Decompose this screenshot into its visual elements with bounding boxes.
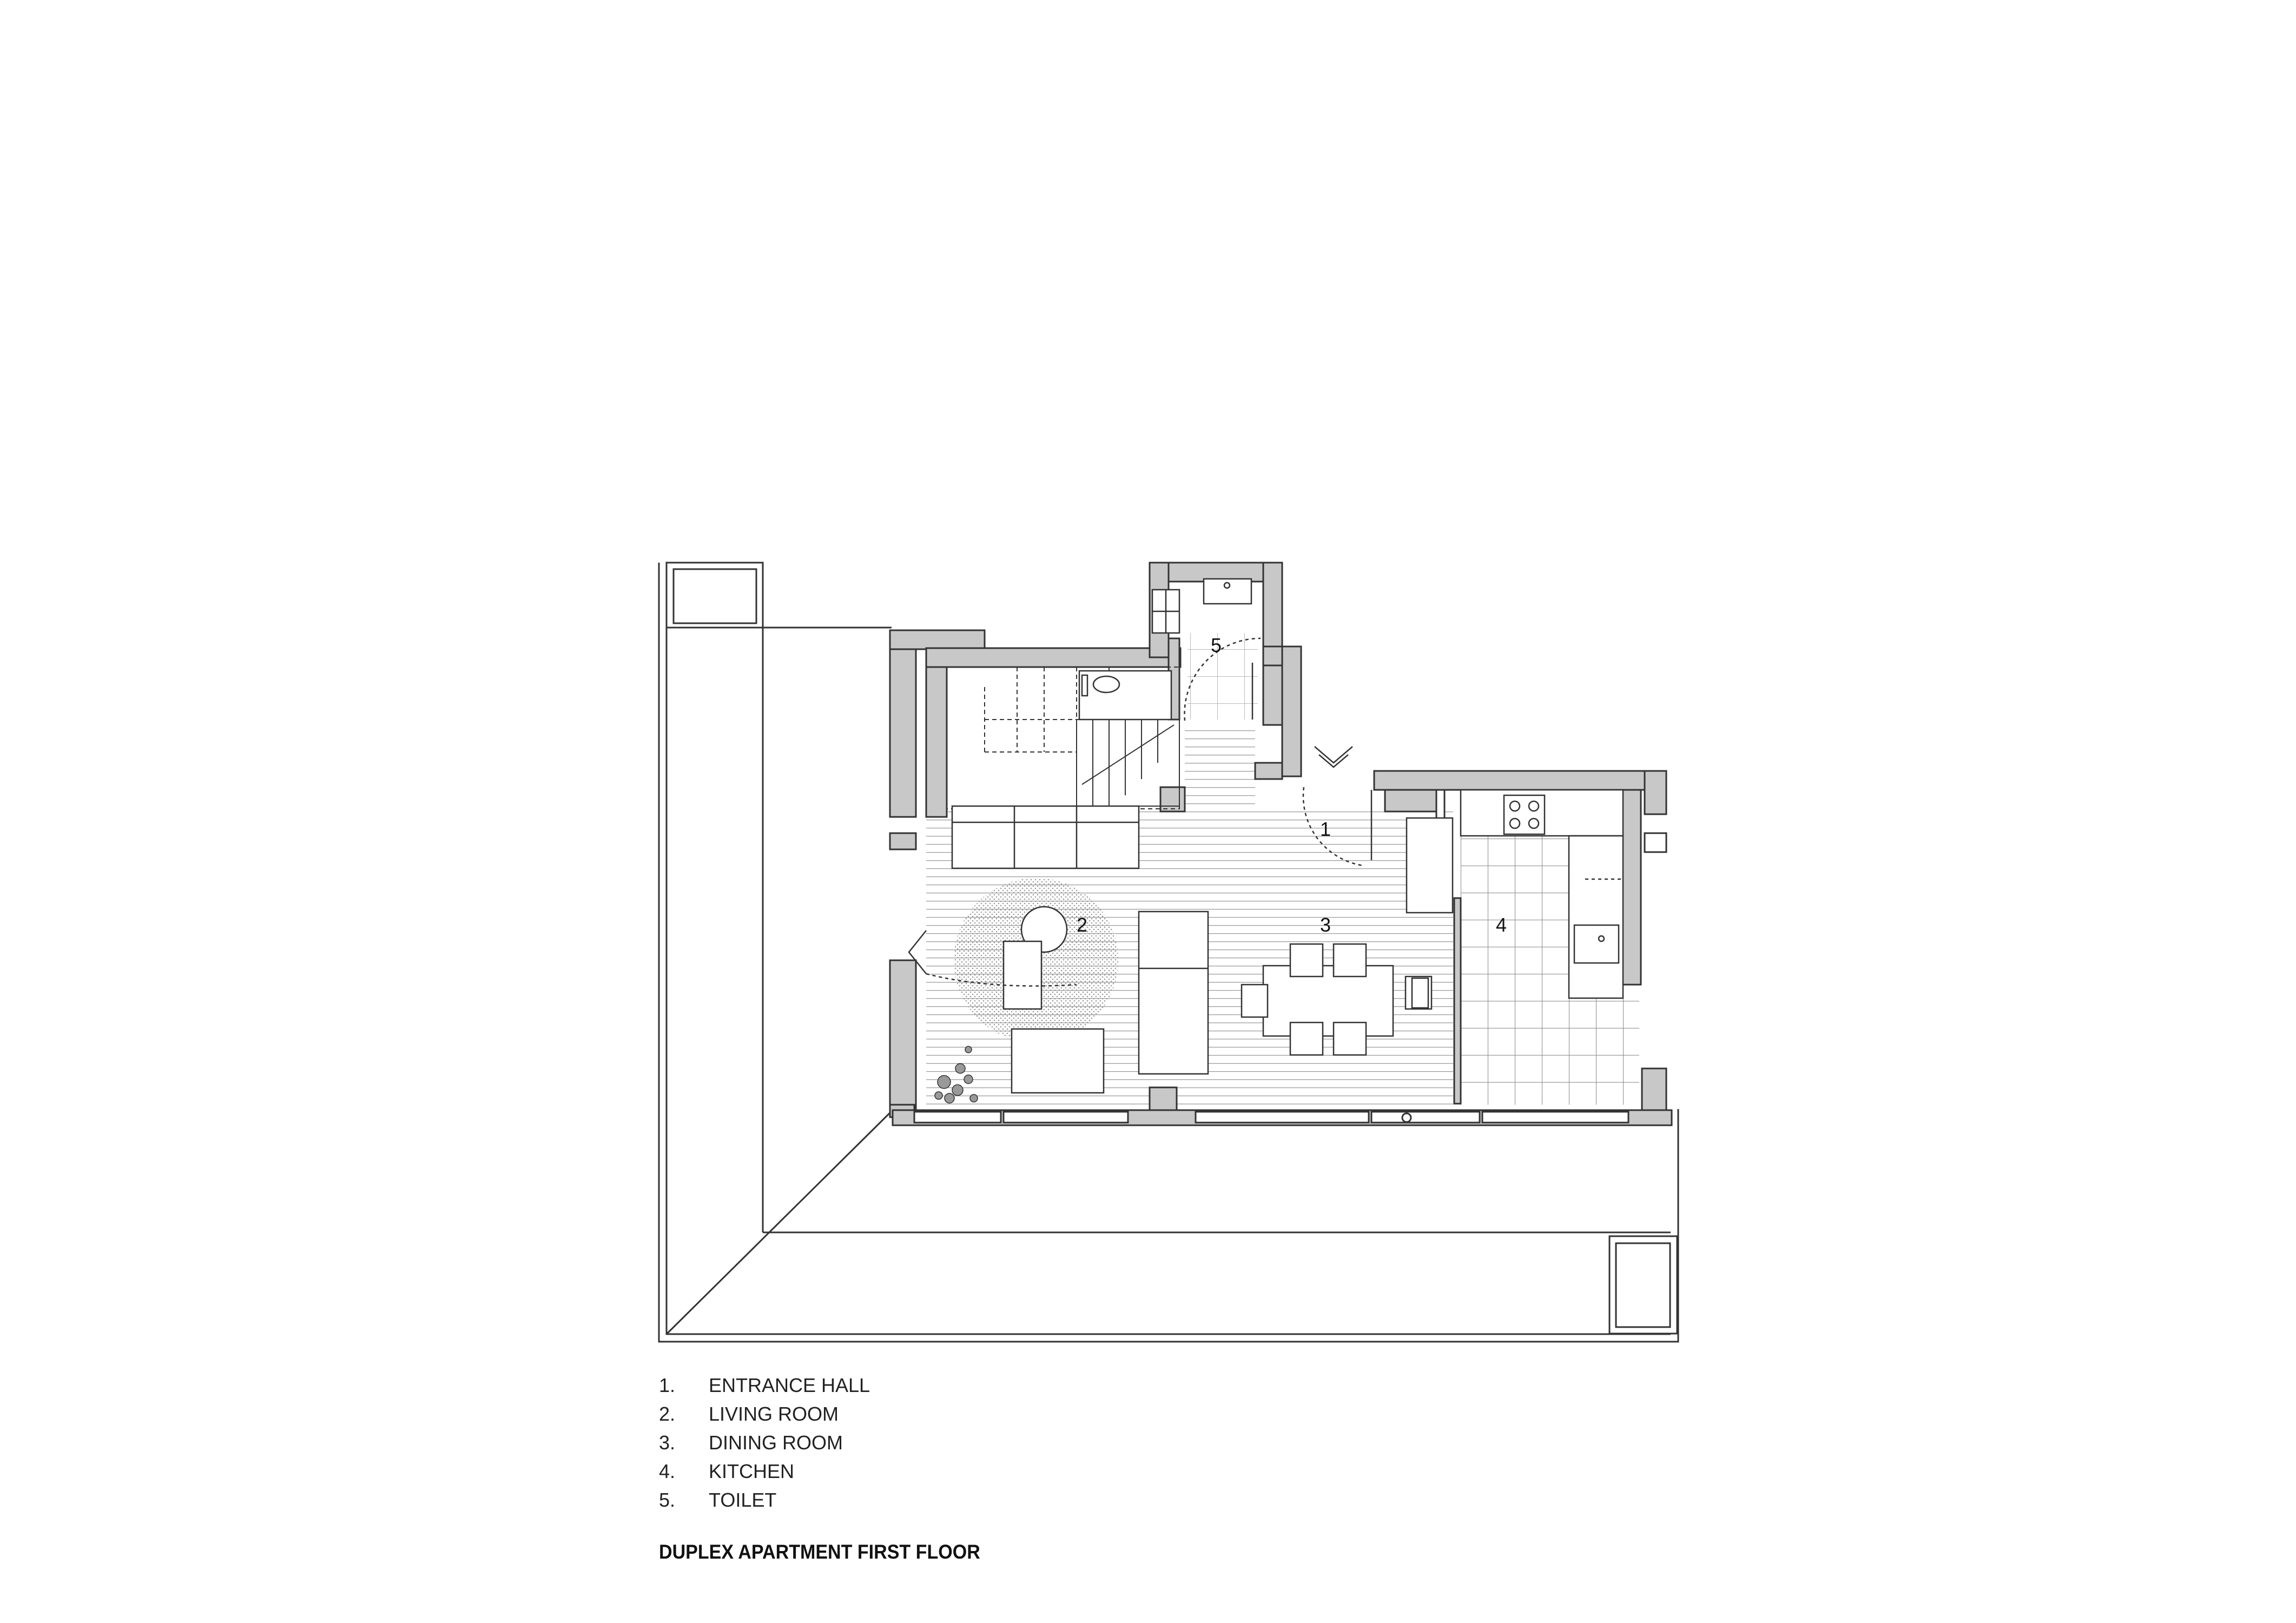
- legend-item: 5. TOILET: [659, 1486, 870, 1514]
- sideboard: [1138, 911, 1209, 1075]
- legend-label: ENTRANCE HALL: [709, 1374, 870, 1396]
- legend-number: 5.: [659, 1489, 676, 1511]
- side-counter: [1568, 835, 1624, 999]
- cooktop: [1503, 794, 1546, 835]
- legend-item: 4. KITCHEN: [659, 1457, 870, 1486]
- fridge: [1406, 817, 1454, 914]
- facade-windows: [892, 1109, 1673, 1126]
- lounge-chair: [1002, 940, 1043, 1010]
- wc-bowl: [1092, 675, 1120, 694]
- legend-label: TOILET: [709, 1489, 777, 1511]
- room-labels: 1 2 3 4 5: [1077, 634, 1507, 936]
- sofa: [951, 805, 1140, 869]
- room-label-2: 2: [1077, 914, 1087, 936]
- living-furniture: [908, 805, 1209, 1094]
- legend-label: DINING ROOM: [709, 1431, 843, 1454]
- toilet-tile-floor: [1187, 633, 1258, 720]
- room-legend: 1. ENTRANCE HALL 2. LIVING ROOM 3. DINING R…: [659, 1371, 870, 1514]
- drawing-title: DUPLEX APARTMENT FIRST FLOOR: [659, 1541, 980, 1563]
- dining-furniture: [1241, 943, 1433, 1056]
- legend-number: 3.: [659, 1431, 676, 1454]
- legend-number: 1.: [659, 1374, 676, 1396]
- legend-number: 2.: [659, 1403, 676, 1425]
- legend-number: 4.: [659, 1460, 676, 1482]
- toilet-fixtures: [1078, 578, 1261, 721]
- room-label-3: 3: [1320, 914, 1331, 936]
- legend-item: 2. LIVING ROOM: [659, 1400, 870, 1428]
- kitchen-fixtures: [1406, 789, 1624, 999]
- legend-item: 3. DINING ROOM: [659, 1428, 870, 1457]
- entrance-door: [1302, 746, 1373, 867]
- dining-table: [1262, 965, 1394, 1037]
- room-label-5: 5: [1211, 634, 1222, 656]
- room-label-1: 1: [1320, 818, 1331, 840]
- kitchen-sink: [1573, 924, 1620, 964]
- legend-label: LIVING ROOM: [709, 1403, 839, 1425]
- legend-item: 1. ENTRANCE HALL: [659, 1371, 870, 1400]
- room-label-4: 4: [1496, 914, 1507, 936]
- armchair: [1011, 1028, 1105, 1094]
- terrace: [658, 562, 1679, 1343]
- legend-label: KITCHEN: [709, 1460, 795, 1482]
- plant: [934, 1046, 978, 1104]
- hall-floor: [1185, 730, 1255, 809]
